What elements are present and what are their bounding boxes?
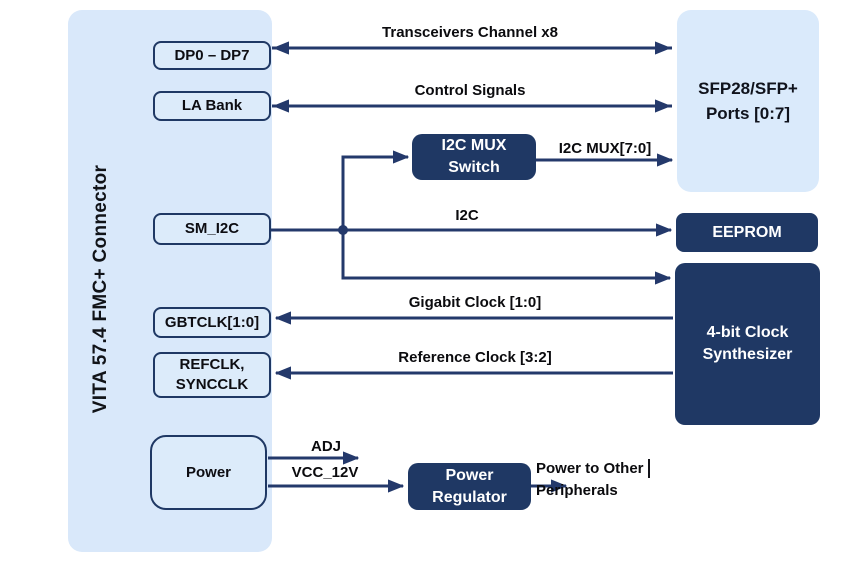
port-box-gbtclk: GBTCLK[1:0] (153, 307, 271, 338)
label-control-signals: Control Signals (414, 82, 526, 99)
label-adj: ADJ (310, 438, 342, 455)
label-gigabit-clock: Gigabit Clock [1:0] (408, 294, 542, 311)
block-clock-synthesizer: 4-bit Clock Synthesizer (675, 263, 820, 425)
block-power-regulator: Power Regulator (408, 463, 531, 510)
port-box-sm-i2c: SM_I2C (153, 213, 271, 245)
edge-i2c-to-mux (341, 150, 410, 230)
port-box-la-bank: LA Bank (153, 91, 271, 121)
edge-i2c-to-clocksynth (341, 230, 672, 285)
label-i2c: I2C (455, 207, 479, 224)
label-vcc-12v: VCC_12V (291, 464, 359, 481)
block-i2c-mux-switch: I2C MUX Switch (412, 134, 536, 180)
label-transceivers-channel: Transceivers Channel x8 (382, 24, 558, 41)
label-reference-clock: Reference Clock [3:2] (398, 349, 552, 366)
port-box-refclk-syncclk: REFCLK, SYNCCLK (153, 352, 271, 398)
port-box-power: Power (150, 435, 267, 510)
block-eeprom: EEPROM (676, 213, 818, 252)
label-i2c-mux-bus: I2C MUX[7:0] (558, 140, 652, 157)
block-sfp-ports: SFP28/SFP+ Ports [0:7] (677, 10, 819, 192)
i2c-junction-dot (338, 225, 348, 235)
label-power-to-other-peripherals: Power to Other Peripherals (536, 460, 644, 499)
text-cursor (648, 459, 650, 478)
port-box-dp: DP0 – DP7 (153, 41, 271, 70)
